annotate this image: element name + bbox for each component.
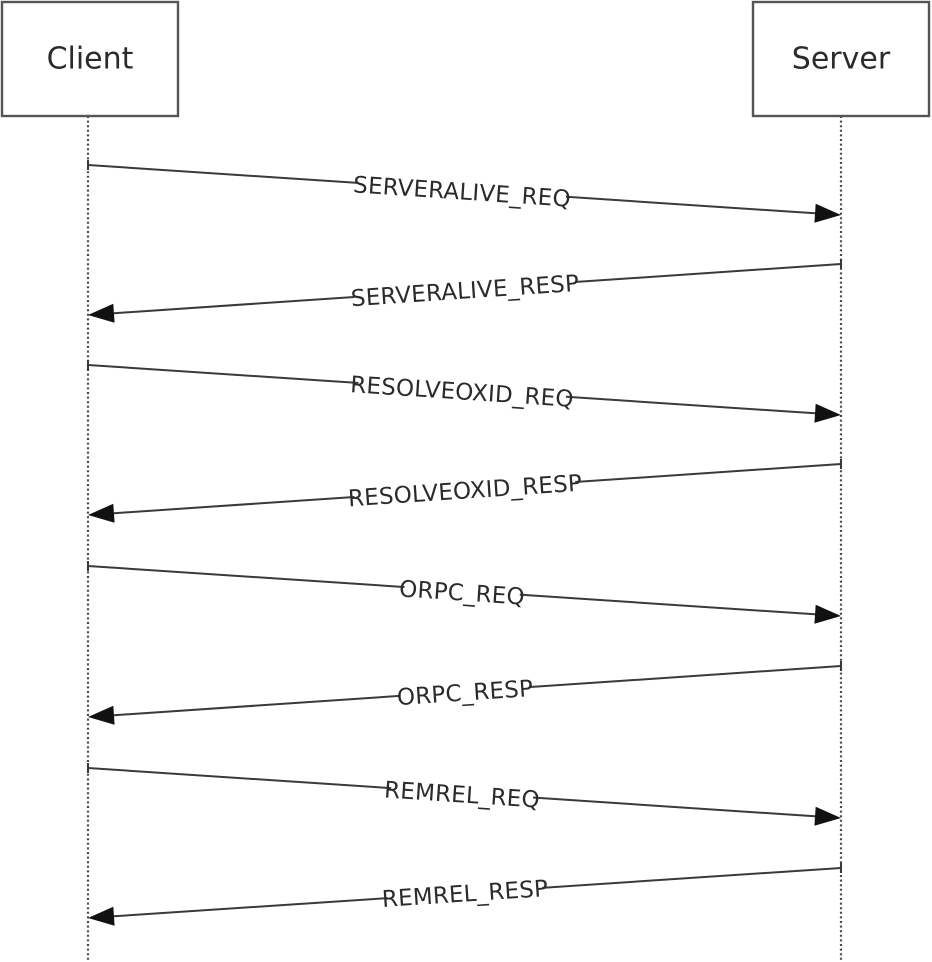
- message-label-group: SERVERALIVE_RESP: [350, 270, 580, 312]
- arrow-head: [88, 303, 115, 323]
- message-4[interactable]: RESOLVEOXID_RESP: [88, 459, 842, 523]
- message-label-group: RESOLVEOXID_RESP: [347, 470, 583, 512]
- message-label-backing: [386, 875, 544, 913]
- message-1[interactable]: SERVERALIVE_REQ: [87, 160, 841, 223]
- message-5[interactable]: ORPC_REQ: [87, 561, 841, 624]
- message-label-group: REMREL_RESP: [381, 875, 549, 913]
- arrow-head: [88, 705, 115, 725]
- arrow-head: [814, 203, 841, 223]
- participant-box: [0, 0, 180, 118]
- message-8[interactable]: REMREL_RESP: [88, 863, 842, 926]
- arrow-head: [814, 604, 841, 624]
- message-label-group: ORPC_RESP: [396, 675, 534, 711]
- participant-label: Client: [47, 42, 134, 77]
- arrow-head: [814, 403, 841, 423]
- participant-label: Server: [792, 42, 891, 77]
- message-label: SERVERALIVE_REQ: [352, 172, 571, 212]
- arrow-head: [814, 806, 841, 826]
- message-label-group: ORPC_REQ: [398, 576, 526, 611]
- message-label: RESOLVEOXID_RESP: [347, 471, 583, 513]
- lifelines-group: [86, 116, 843, 962]
- message-label: ORPC_RESP: [396, 676, 534, 711]
- message-label-backing: [399, 675, 531, 711]
- participant-server[interactable]: Server: [751, 0, 931, 118]
- messages-group: SERVERALIVE_REQ SERVERALIVE_RESP RESOLVEOX…: [87, 160, 842, 926]
- message-3[interactable]: RESOLVEOXID_REQ: [87, 360, 841, 423]
- participant-client[interactable]: Client: [0, 0, 180, 118]
- message-label-backing: [357, 172, 567, 212]
- arrow-head: [88, 906, 115, 926]
- participant-box: [751, 0, 931, 118]
- message-label: REMREL_RESP: [381, 876, 549, 913]
- message-label-group: RESOLVEOXID_REQ: [349, 372, 574, 413]
- message-label-group: SERVERALIVE_REQ: [352, 172, 572, 213]
- message-7[interactable]: REMREL_REQ: [87, 763, 841, 826]
- arrow-head: [88, 503, 115, 523]
- participants-group: Client Server: [0, 0, 931, 118]
- message-label: SERVERALIVE_RESP: [350, 271, 580, 312]
- message-label-group: REMREL_REQ: [383, 777, 541, 814]
- message-label-backing: [390, 777, 534, 813]
- message-label-backing: [353, 470, 577, 512]
- message-label: RESOLVEOXID_REQ: [349, 372, 574, 413]
- message-label: REMREL_REQ: [383, 777, 540, 813]
- message-label-backing: [403, 576, 521, 610]
- message-label: ORPC_REQ: [398, 576, 525, 610]
- message-6[interactable]: ORPC_RESP: [88, 661, 842, 725]
- message-label-backing: [357, 372, 567, 412]
- message-label-backing: [353, 270, 577, 312]
- message-2[interactable]: SERVERALIVE_RESP: [88, 259, 842, 323]
